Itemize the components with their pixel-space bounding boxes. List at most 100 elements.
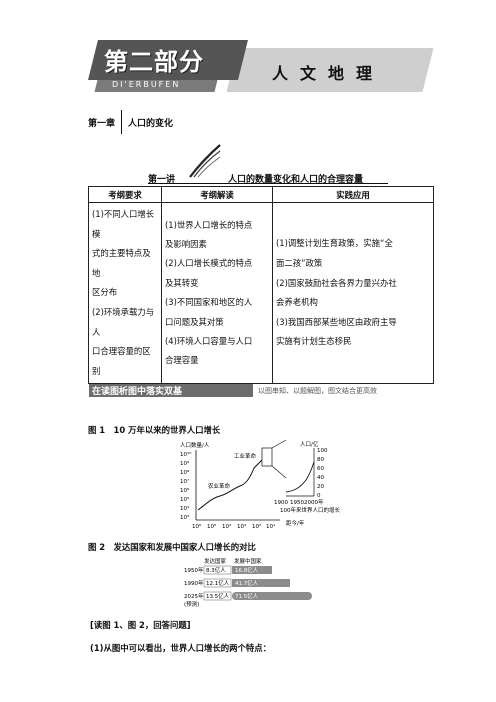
developing-bar: [232, 566, 272, 574]
y-tick: 10⁵: [180, 496, 189, 503]
application-cell: (1)调整计划生育政策，实施“全 面二孩”政策 (2)国家鼓励社会各界力量兴办社…: [272, 201, 434, 385]
y-tick: 10³: [180, 514, 189, 521]
lecture-label: 第一讲: [148, 175, 176, 185]
comparison-row: 1990年 12.1亿人 41.7亿人: [184, 578, 290, 588]
inset-y-tick: 0: [317, 493, 321, 499]
y-tick: 10⁹: [180, 460, 189, 467]
chapter-title: 人口的变化: [128, 119, 174, 129]
question-heading: [读图 1、图 2，回答问题]: [90, 620, 191, 630]
syllabus-table: 考纲要求 考纲解读 实践应用 (1)不同人口增长模 式的主要特点及地 区分布 (…: [88, 186, 434, 385]
section-title: 在读图析图中落实双基: [92, 387, 183, 397]
inset-x-tick: 2000年: [304, 498, 324, 506]
figure1-xlabel: 距今/年: [286, 519, 305, 527]
x-tick: 10⁴: [222, 523, 232, 530]
developing-bar: [232, 592, 312, 600]
developed-value: 13.5亿人: [206, 592, 230, 600]
zoom-connector: [271, 465, 287, 479]
table-header: 考纲解读: [161, 186, 273, 203]
table-header-row: 考纲要求 考纲解读 实践应用: [88, 186, 434, 203]
figure1-ylabel: 人口数量/人: [180, 441, 210, 449]
swoosh-decoration-icon: [189, 144, 221, 178]
comparison-row: 1950年 8.3亿人 16.8亿人: [184, 565, 272, 575]
figure1-label: 工业革命: [234, 452, 257, 460]
x-tick: 10⁶: [192, 523, 202, 530]
figure1-growth-curve: [197, 453, 269, 511]
part-pinyin: DI'ERBUFEN: [112, 80, 181, 89]
cell-line: (3)我国西部某些地区由政府主导: [276, 316, 397, 327]
cell-line: 及其转变: [165, 277, 199, 288]
developed-value: 12.1亿人: [206, 579, 230, 587]
requirements-cell: (1)不同人口增长模 式的主要特点及地 区分布 (2)环境承载力与人 口合理容量…: [88, 201, 162, 385]
lecture-title: 人口的数量变化和人口的合理容量: [228, 175, 364, 185]
figure1-label: 农业革命: [208, 482, 231, 490]
x-tick: 10¹: [266, 523, 275, 530]
x-tick: 10³: [237, 523, 246, 530]
forecast-note: (预测): [184, 600, 199, 608]
cell-line: 及影响因素: [165, 238, 207, 249]
part-topic: 人文地理: [272, 64, 385, 83]
cell-line: (1)世界人口增长的特点: [165, 219, 253, 230]
figure2-caption: 图 2 发达国家和发展中国家人口增长的对比: [88, 542, 256, 552]
figure1-population-chart: 人口数量/人 10¹⁰ 10⁹ 10⁸ 10⁷ 10⁶ 10⁵ 10⁴ 10³ …: [180, 439, 340, 530]
inset-ylabel: 人口/亿: [300, 440, 319, 448]
inset-x-tick: 1950: [290, 500, 304, 506]
zoom-connector: [271, 439, 287, 449]
y-tick: 10⁶: [180, 487, 190, 494]
cell-line: 合理容量: [165, 355, 199, 366]
inset-growth-curve: [285, 461, 315, 493]
cell-line: (4)环境人口容量与人口: [165, 335, 253, 346]
table-row: (1)不同人口增长模 式的主要特点及地 区分布 (2)环境承载力与人 口合理容量…: [88, 201, 434, 385]
cell-line: (2)国家鼓励社会各界力量兴办社: [276, 277, 397, 288]
legend-developed: 发达国家: [204, 557, 227, 565]
row-year: 2025年: [184, 592, 204, 600]
x-tick: 10²: [252, 523, 261, 530]
y-tick: 10⁴: [180, 505, 190, 512]
row-year: 1990年: [184, 579, 204, 587]
figure2-comparison-chart: 发达国家 发展中国家 1950年 8.3亿人 16.8亿人 1990年 12.1…: [184, 557, 312, 608]
cell-line: (3)不同国家和地区的人: [165, 297, 253, 308]
inset-x-tick: 1900: [274, 500, 288, 506]
developing-value: 71.5亿人: [235, 592, 259, 600]
developing-value: 16.8亿人: [235, 566, 259, 574]
cell-line: (2)人口增长模式的特点: [165, 258, 253, 269]
inset-y-tick: 20: [317, 484, 324, 490]
developed-bar: [203, 565, 232, 575]
cell-line: 实施有计划生态移民: [276, 336, 352, 347]
table-header: 实践应用: [272, 186, 434, 203]
inset-y-tick: 80: [317, 457, 324, 463]
figure1-y-ticks: 10¹⁰ 10⁹ 10⁸ 10⁷ 10⁶ 10⁵ 10⁴ 10³: [180, 451, 192, 521]
inset-y-tick: 60: [317, 466, 324, 472]
row-year: 1950年: [184, 566, 204, 574]
inset-y-tick: 100: [317, 448, 328, 454]
y-tick: 10¹⁰: [180, 451, 192, 458]
inset-caption: 100年来世界人口的增长: [280, 506, 340, 514]
cell-line: 面二孩”政策: [276, 257, 323, 268]
section-bar: [89, 384, 253, 397]
cell-line: 口合理容量的区别: [92, 346, 151, 376]
developed-bar: [203, 578, 232, 588]
cell-line: (2)环境承载力与人: [92, 306, 155, 337]
developed-bar: [203, 591, 232, 601]
table-header: 考纲要求: [88, 186, 162, 203]
part-title: 第二部分: [104, 48, 204, 76]
figure1-caption: 图 1 10 万年以来的世界人口增长: [88, 425, 221, 435]
developing-bar: [232, 579, 290, 587]
chapter-label: 第一章: [88, 119, 116, 129]
cell-line: (1)调整计划生育政策，实施“全: [276, 238, 393, 249]
interpretation-cell: (1)世界人口增长的特点 及影响因素 (2)人口增长模式的特点 及其转变 (3)…: [161, 201, 273, 385]
chapter-divider: [121, 110, 122, 134]
inset-y-tick: 40: [317, 475, 324, 481]
comparison-row: 2025年 13.5亿人 71.5亿人 (预测): [184, 591, 312, 608]
cell-line: (1)不同人口增长模: [92, 209, 155, 239]
developed-value: 8.3亿人: [206, 566, 226, 574]
cell-line: 区分布: [92, 287, 118, 298]
question-1: (1)从图中可以看出，世界人口增长的两个特点：: [90, 643, 271, 653]
figure1-inset: 人口/亿 100 80 60 40 20 0 1900 1950 2000年 1…: [274, 440, 340, 514]
figure1-x-ticks: 10⁶ 10⁵ 10⁴ 10³ 10² 10¹ 距今/年: [192, 519, 305, 530]
y-tick: 10⁸: [180, 469, 190, 476]
y-tick: 10⁷: [180, 478, 189, 485]
cell-line: 口问题及其对策: [165, 316, 224, 327]
cell-line: 会养老机构: [276, 297, 318, 308]
figure1-zoom-box: [261, 447, 273, 467]
section-subtitle: 以图串知、以题解图，图文结合更高效: [258, 387, 377, 395]
